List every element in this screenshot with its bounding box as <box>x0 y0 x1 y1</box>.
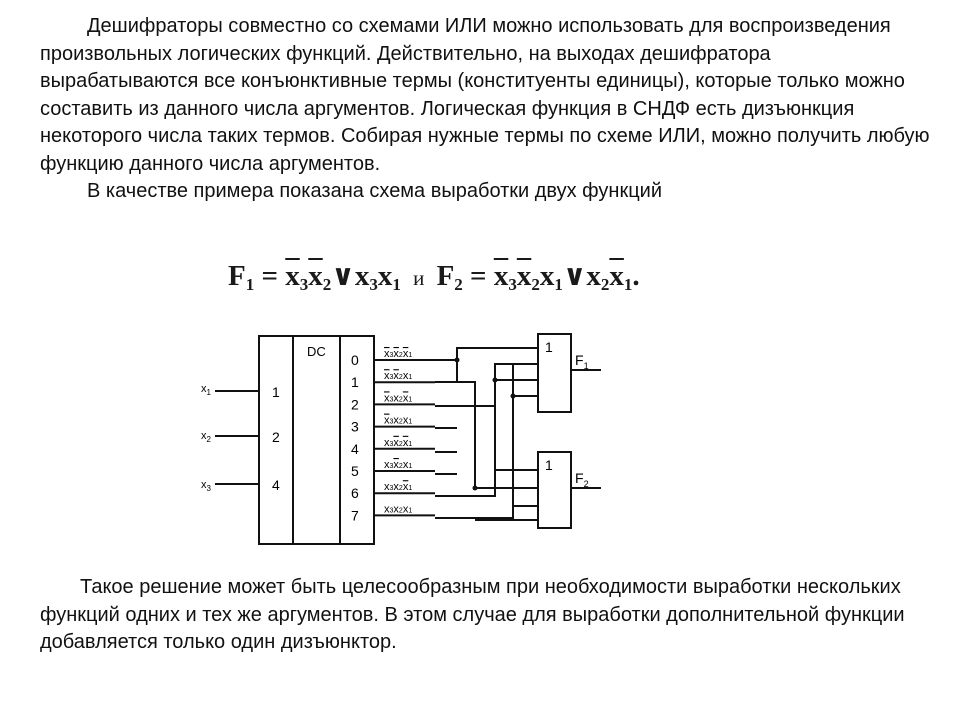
input-pin-4: 4 <box>272 477 280 493</box>
output-pin-0: 0 <box>351 352 359 368</box>
decoder-block <box>258 335 375 545</box>
or-gate-f1-label: 1 <box>545 339 553 355</box>
output-pin-3: 3 <box>351 419 359 435</box>
f2-sub: 2 <box>454 275 463 294</box>
wiring-junctions <box>454 357 516 491</box>
f2-output-label: F2 <box>575 470 589 489</box>
input-pin-2: 2 <box>272 429 280 445</box>
or-gate-f2-label: 1 <box>545 457 553 473</box>
wiring <box>435 347 538 521</box>
f1-t1-a: x <box>285 260 300 292</box>
or-sign-2: ∨ <box>562 260 587 292</box>
eq-sign-2: = <box>470 260 487 292</box>
formula: F1 = x3x2∨x3x1 и F2 = x3x2x1∨x2x1. <box>228 260 640 294</box>
input-pin-1: 1 <box>272 384 280 400</box>
inputs: x1 x2 x3 1 2 4 <box>201 383 280 493</box>
decoder-label: DC <box>307 344 326 359</box>
decoder-outputs: 0 x3x2x1 1 x3x2x1 2 x3x2x1 3 x3x2x1 4 x3x2x1 5 x3x2… <box>351 348 435 523</box>
output-pin-4: 4 <box>351 441 359 457</box>
output-term-5: x3x2x1 <box>384 459 412 471</box>
output-term-7: x3x2x1 <box>384 503 412 515</box>
conclusion-text: Такое решение может быть целесообразным … <box>40 576 905 653</box>
or-sign: ∨ <box>331 260 355 292</box>
output-pin-5: 5 <box>351 463 359 479</box>
intro-text: Дешифраторы совместно со схемами ИЛИ мож… <box>40 15 930 175</box>
output-term-2: x3x2x1 <box>384 392 412 404</box>
eq-sign: = <box>261 260 278 292</box>
or-gate-f1 <box>537 333 572 413</box>
input-x1-label: x1 <box>201 383 212 397</box>
and-word: и <box>413 266 425 290</box>
or-gate-f2 <box>537 451 572 529</box>
conclusion-paragraph: Такое решение может быть целесообразным … <box>40 574 930 657</box>
f2-name: F <box>436 260 455 292</box>
output-term-0: x3x2x1 <box>384 348 412 360</box>
f1-name: F <box>228 260 246 292</box>
f1-sub: 1 <box>245 275 255 294</box>
output-pin-2: 2 <box>351 396 359 412</box>
output-term-6: x3x2x1 <box>384 481 412 493</box>
input-x3-label: x3 <box>201 479 212 493</box>
output-term-4: x3x2x1 <box>384 437 412 449</box>
intro-paragraph: Дешифраторы совместно со схемами ИЛИ мож… <box>40 13 930 206</box>
example-text: В качестве примера показана схема вырабо… <box>87 180 662 202</box>
output-pin-6: 6 <box>351 485 359 501</box>
output-pin-1: 1 <box>351 374 359 390</box>
input-x2-label: x2 <box>201 430 212 444</box>
output-pin-7: 7 <box>351 507 359 523</box>
output-term-1: x3x2x1 <box>384 370 412 382</box>
f1-output-label: F1 <box>575 352 589 371</box>
output-term-3: x3x2x1 <box>384 415 412 427</box>
